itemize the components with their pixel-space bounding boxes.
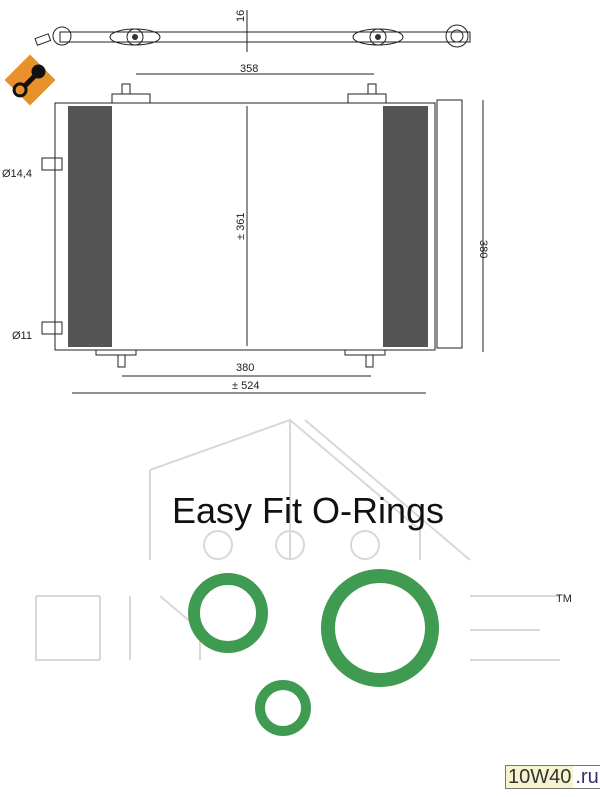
o-ring-medium <box>188 573 268 653</box>
o-ring-large <box>321 569 439 687</box>
site-watermark: 10W40.ru <box>505 765 600 789</box>
outlet-diameter-label: Ø11 <box>12 330 32 342</box>
overall-height-dimension: 380 <box>477 240 489 258</box>
core-height-dimension: ± 361 <box>235 213 247 240</box>
core-width-dimension: 380 <box>236 362 254 374</box>
o-ring-small <box>255 680 311 736</box>
o-rings-caption: Easy Fit O-Rings <box>172 490 444 531</box>
site-watermark-domain: .ru <box>573 766 600 788</box>
site-watermark-main: 10W40 <box>506 766 574 788</box>
bracket-spacing-dimension: 358 <box>240 63 258 75</box>
inlet-diameter-label: Ø14,4 <box>2 168 32 180</box>
overall-width-dimension: ± 524 <box>232 380 259 392</box>
condenser-core <box>41 83 463 368</box>
easyfit-logo <box>4 54 56 106</box>
o-rings <box>188 569 439 736</box>
thickness-dimension: 16 <box>235 10 247 22</box>
trademark-text: TM <box>556 593 572 605</box>
top-view: 16 <box>34 10 471 52</box>
nrf-watermark <box>35 418 560 661</box>
